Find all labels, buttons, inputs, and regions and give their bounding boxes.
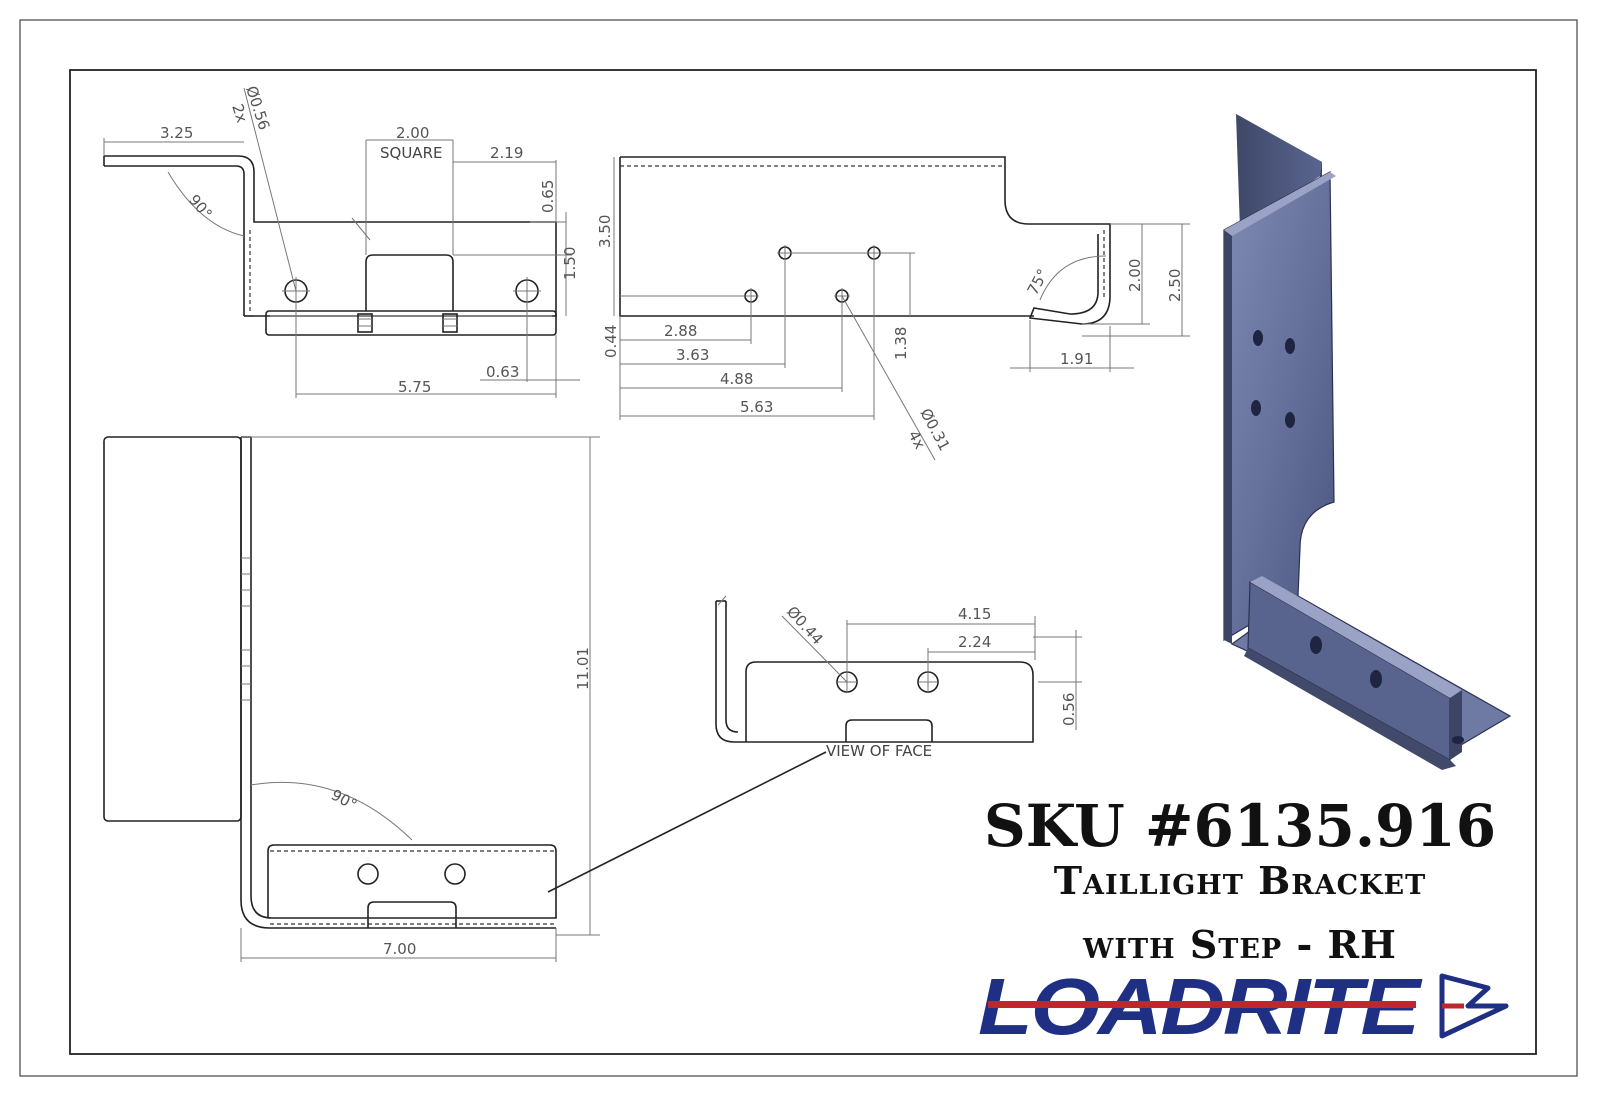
loadrite-logo: LOADRITE [978,962,1509,1051]
top-dim-3-25: 3.25 [160,124,193,142]
side-dim-1-91: 1.91 [1060,350,1093,368]
side-dim-1-38: 1.38 [892,327,910,360]
side-dim-2-50: 2.50 [1166,269,1184,302]
logo-sail-icon [1439,973,1509,1039]
top-dim-qty-2x: 2x [228,102,251,125]
inner-border [69,69,1537,1055]
top-dim-5-75: 5.75 [398,378,431,396]
front-dim-7-00: 7.00 [383,940,416,958]
top-dim-0-63: 0.63 [486,363,519,381]
side-dim-angle-75: 75° [1024,266,1052,298]
logo-red-stripe [988,1001,1416,1008]
outer-border [19,19,1578,1077]
sku-number: SKU #6135.916 [984,792,1496,860]
side-dim-qty-4x: 4x [904,427,929,452]
isometric-render [1223,114,1512,770]
top-view: 3.25 Ø0.56 2x 2.00 SQUARE 2.19 0.65 1.50… [103,84,580,398]
side-dim-5-63: 5.63 [740,398,773,416]
top-dim-2-00: 2.00 [396,124,429,142]
face-dim-dia-0-44: Ø0.44 [783,603,827,649]
front-view: 11.01 7.00 90° [103,436,827,962]
title-block: SKU #6135.916 Taillight Bracket with Ste… [984,792,1496,967]
side-dim-2-88: 2.88 [664,322,697,340]
face-view: Ø0.44 4.15 2.24 0.56 VIEW OF FACE [715,595,1082,760]
side-dim-3-63: 3.63 [676,346,709,364]
top-dim-0-65: 0.65 [539,180,557,213]
side-dim-0-44: 0.44 [602,325,620,358]
face-view-label: VIEW OF FACE [826,742,932,760]
front-dim-11-01: 11.01 [574,647,592,690]
top-dim-1-50: 1.50 [561,247,579,280]
product-name-line1: Taillight Bracket [1054,858,1426,903]
face-dim-0-56: 0.56 [1060,693,1078,726]
face-dim-2-24: 2.24 [958,633,991,651]
top-dim-angle-90: 90° [185,191,216,223]
front-bend-ticks [241,557,251,701]
side-dim-3-50: 3.50 [596,215,614,248]
side-view: 3.50 0.44 2.88 3.63 4.88 5.63 1.38 Ø0.31… [596,156,1190,461]
side-holes [743,245,882,304]
top-dim-2-19: 2.19 [490,144,523,162]
side-dim-4-88: 4.88 [720,370,753,388]
product-name-line2: with Step - RH [1082,922,1397,967]
side-dim-2-00: 2.00 [1126,259,1144,292]
top-label-square: SQUARE [380,144,442,162]
face-dim-4-15: 4.15 [958,605,991,623]
